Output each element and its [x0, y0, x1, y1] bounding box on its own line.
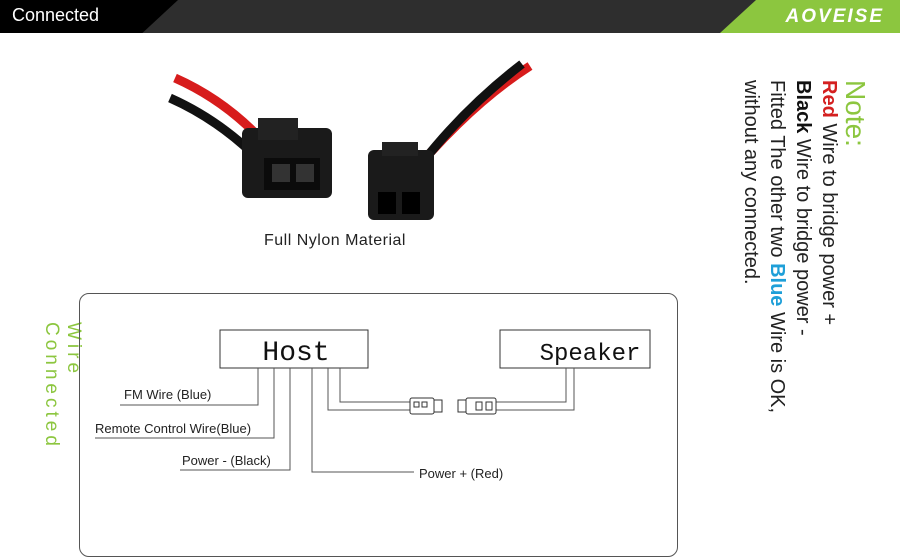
red-wire-left	[173, 73, 259, 137]
note-blue-label: Blue	[766, 263, 788, 307]
connector-photo	[168, 60, 533, 220]
note-block: Note: Red Wire to bridge power + Black W…	[738, 80, 878, 460]
note-red-label: Red	[818, 80, 840, 118]
note-line-3-pre: Fitted The other two	[766, 80, 788, 264]
side-title-text: Wire Connected	[41, 322, 84, 450]
connected-tab: Connected	[0, 0, 178, 33]
wiring-panel	[79, 293, 678, 557]
fm-wire-line	[120, 368, 259, 406]
male-connector-icon	[242, 118, 332, 198]
note-line-1: Red Wire to bridge power +	[818, 80, 840, 325]
speaker-link-line-b	[496, 368, 567, 403]
connector-plug-icon	[409, 397, 443, 415]
brand-logo-text: AOVEISE	[785, 6, 884, 27]
note-line-3-text: Wire is OK,	[766, 306, 788, 414]
connector-socket-icon	[457, 397, 497, 415]
brand-banner: AOVEISE	[720, 0, 900, 33]
note-line-1-text: Wire to bridge power +	[818, 117, 840, 326]
note-black-label: Black	[792, 80, 814, 134]
connected-tab-label: Connected	[12, 5, 100, 25]
speaker-label: Speaker	[540, 341, 641, 368]
fm-wire-label: FM Wire (Blue)	[124, 387, 211, 402]
note-line-2-text: Wire to bridge power -	[792, 133, 814, 336]
speaker-box	[499, 329, 651, 369]
power-pos-label: Power + (Red)	[419, 466, 503, 481]
note-line-4: without any connected.	[740, 80, 762, 285]
host-box	[219, 329, 369, 369]
note-line-3: Fitted The other two Blue Wire is OK,	[766, 80, 788, 413]
photo-caption: Full Nylon Material	[264, 232, 406, 249]
host-label: Host	[262, 338, 329, 369]
note-title: Note:	[840, 80, 871, 147]
power-neg-label: Power - (Black)	[182, 453, 271, 468]
host-link-line-b	[339, 368, 410, 403]
remote-wire-label: Remote Control Wire(Blue)	[95, 421, 251, 436]
black-wire-right	[418, 60, 525, 166]
note-line-2: Black Wire to bridge power -	[792, 80, 814, 336]
speaker-link-line-a	[496, 368, 575, 411]
female-connector-icon	[368, 142, 434, 220]
host-link-line-a	[327, 368, 410, 411]
power-neg-line	[180, 368, 291, 471]
side-title: Wire Connected	[40, 322, 84, 502]
power-pos-line	[311, 368, 414, 473]
remote-wire-line	[95, 368, 275, 439]
